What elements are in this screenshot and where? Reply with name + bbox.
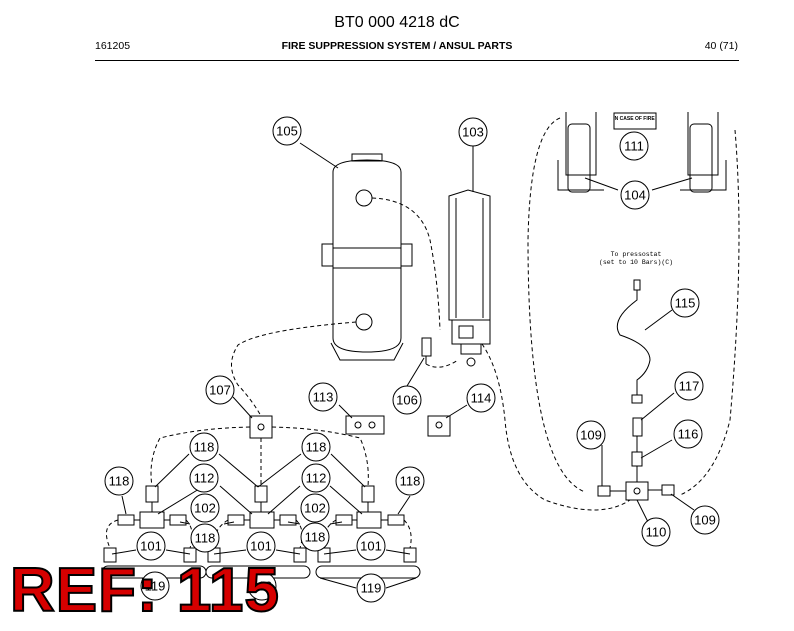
pressostat-note-line2: (set to 10 Bars)(C): [599, 259, 673, 266]
callout-103: 103: [458, 117, 488, 147]
svg-text:119: 119: [361, 581, 382, 596]
callout-119-a: 119: [140, 571, 170, 601]
callout-109-top: 109: [576, 420, 606, 450]
callout-112-a: 112: [189, 463, 219, 493]
svg-text:109: 109: [580, 428, 602, 443]
svg-text:101: 101: [140, 539, 162, 554]
section-title: FIRE SUPPRESSION SYSTEM / ANSUL PARTS: [281, 40, 513, 52]
svg-text:103: 103: [462, 125, 484, 140]
callout-119-c: 119: [356, 573, 386, 603]
sign-label: IN CASE OF FIRE: [613, 116, 655, 122]
sign-111: [613, 112, 657, 130]
bracket-114: [427, 415, 451, 437]
svg-text:118: 118: [306, 440, 327, 455]
callout-109-bottom: 109: [690, 505, 720, 535]
callout-101-a: 101: [136, 531, 166, 561]
cartridge-holders-104: [557, 112, 727, 193]
svg-text:114: 114: [471, 391, 492, 406]
callout-110: 110: [641, 517, 671, 547]
callout-102-a: 102: [190, 493, 220, 523]
date-code: 161205: [95, 40, 131, 52]
callout-114: 114: [466, 383, 496, 413]
callout-118-f: 118: [300, 522, 330, 552]
svg-text:111: 111: [624, 139, 644, 154]
callout-111: 111: [619, 131, 649, 161]
svg-text:106: 106: [396, 393, 418, 408]
svg-text:119: 119: [252, 579, 273, 594]
block-107: [249, 415, 273, 439]
callout-104: 104: [620, 180, 650, 210]
callout-118-c: 118: [104, 466, 134, 496]
pressostat-note-line1: To pressostat: [611, 251, 662, 258]
svg-text:118: 118: [194, 440, 215, 455]
tee-110: [625, 481, 649, 501]
svg-text:118: 118: [195, 531, 216, 546]
svg-text:101: 101: [360, 539, 382, 554]
callout-116: 116: [673, 419, 703, 449]
agent-tank-105: [321, 153, 413, 361]
page-number: 40 (71): [704, 40, 738, 52]
valve-106: [421, 337, 432, 364]
callout-118-a: 118: [189, 432, 219, 462]
document-number: BT0 000 4218 dC: [334, 14, 460, 31]
svg-text:118: 118: [400, 474, 421, 489]
callout-113: 113: [308, 382, 338, 412]
svg-text:119: 119: [145, 579, 166, 594]
svg-text:109: 109: [694, 513, 716, 528]
header-rule: [95, 60, 739, 61]
svg-text:112: 112: [194, 471, 215, 486]
svg-text:116: 116: [678, 427, 699, 442]
callout-112-b: 112: [301, 463, 331, 493]
svg-text:115: 115: [675, 296, 696, 311]
callout-118-e: 118: [190, 523, 220, 553]
callout-105: 105: [272, 116, 302, 146]
bracket-113: [345, 415, 385, 435]
callout-119-b: 119: [247, 571, 277, 601]
svg-text:118: 118: [305, 530, 326, 545]
callout-115: 115: [670, 288, 700, 318]
callout-118-b: 118: [301, 432, 331, 462]
svg-text:112: 112: [306, 471, 327, 486]
fitting-116: [631, 451, 643, 467]
callout-107: 107: [205, 375, 235, 405]
callout-118-d: 118: [395, 466, 425, 496]
svg-text:107: 107: [209, 383, 231, 398]
callout-101-c: 101: [356, 531, 386, 561]
fitting-109-left: [597, 485, 611, 497]
svg-text:104: 104: [624, 188, 646, 203]
fitting-109-right: [661, 484, 675, 496]
svg-text:101: 101: [250, 539, 272, 554]
svg-text:105: 105: [276, 124, 298, 139]
svg-text:110: 110: [646, 525, 667, 540]
ref-banner: REF: 115: [9, 556, 280, 625]
svg-text:118: 118: [109, 474, 130, 489]
svg-text:102: 102: [194, 501, 216, 516]
callout-101-b: 101: [246, 531, 276, 561]
callout-102-b: 102: [300, 493, 330, 523]
fitting-117: [632, 417, 643, 437]
svg-text:117: 117: [679, 379, 700, 394]
svg-text:113: 113: [313, 390, 334, 405]
svg-text:102: 102: [304, 501, 326, 516]
callout-117: 117: [674, 371, 704, 401]
hose-115: [616, 279, 651, 404]
callout-106: 106: [392, 385, 422, 415]
cartridge-103: [448, 189, 491, 367]
